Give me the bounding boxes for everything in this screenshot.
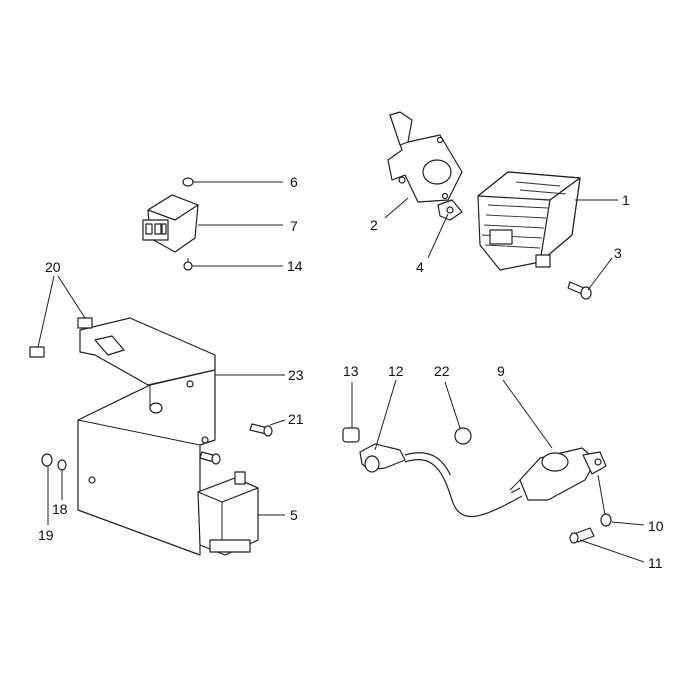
regulator-bracket [387, 111, 463, 203]
coil-screw [569, 527, 595, 544]
callout-1: 1 [622, 192, 630, 208]
relay-screw [183, 258, 193, 271]
callout-19: 19 [38, 527, 54, 543]
callout-12: 12 [388, 363, 404, 379]
callout-23: 23 [288, 367, 304, 383]
mounting-plate [77, 317, 216, 556]
relay-nut [182, 177, 194, 187]
rubber-boot [342, 427, 360, 443]
callout-labels: 1 2 3 4 5 6 7 9 10 11 12 13 14 18 19 20 … [38, 174, 664, 571]
washer [57, 459, 67, 471]
ht-lead [404, 452, 523, 517]
callout-4: 4 [416, 259, 424, 275]
callout-20: 20 [45, 259, 61, 275]
plate-screw-upper [249, 423, 273, 437]
callout-13: 13 [343, 363, 359, 379]
ht-coil [509, 447, 607, 516]
regulator-screw [567, 281, 592, 300]
callout-14: 14 [287, 258, 303, 274]
speed-clip-upper [77, 317, 93, 329]
callout-3: 3 [614, 245, 622, 261]
callout-6: 6 [290, 174, 298, 190]
coil-washer [600, 513, 612, 527]
nut [41, 453, 53, 467]
relay [142, 194, 199, 253]
speed-clip-lower [29, 346, 45, 358]
voltage-regulator [477, 171, 581, 271]
callout-18: 18 [52, 501, 68, 517]
callout-22: 22 [434, 363, 450, 379]
callout-10: 10 [648, 518, 664, 534]
callout-21: 21 [288, 411, 304, 427]
hose-clamp [454, 427, 472, 445]
plate-screw-lower [199, 451, 221, 465]
callout-5: 5 [290, 507, 298, 523]
ignition-coil [197, 471, 259, 556]
callout-7: 7 [290, 218, 298, 234]
callout-2: 2 [370, 217, 378, 233]
leader-lines [37, 181, 645, 563]
spark-plug-cap [359, 443, 406, 473]
callout-11: 11 [648, 555, 663, 571]
nut-clip [437, 199, 463, 221]
callout-9: 9 [497, 363, 505, 379]
